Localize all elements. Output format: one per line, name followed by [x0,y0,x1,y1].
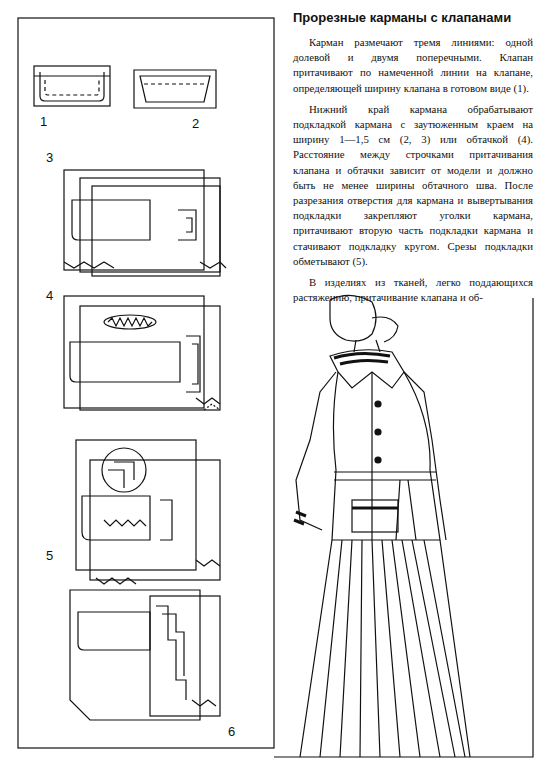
body-paragraph: Нижний край кармана обрабатывают подклад… [293,102,533,269]
figure-number: 4 [44,288,55,303]
figure-number: 6 [226,724,237,739]
body-paragraph: Карман размечают тремя линиями: одной до… [293,35,533,96]
figure-five [76,440,220,584]
figure-frame [18,18,274,748]
figure-number: 2 [190,116,201,131]
figure-six [70,590,220,720]
figure-four [64,296,220,410]
figure-one [34,66,110,106]
figure-number: 1 [38,114,49,129]
figure-number: 5 [44,548,55,563]
page-title: Прорезные карманы с клапанами [293,9,538,26]
figure-three [64,170,226,276]
figure-two [134,70,216,108]
text-column: Карман размечают тремя линиями: одной до… [293,35,533,311]
fashion-illustration [274,295,533,757]
figure-number: 3 [44,150,55,165]
body-paragraph: В изделиях из тканей, легко поддающихся … [293,275,533,305]
